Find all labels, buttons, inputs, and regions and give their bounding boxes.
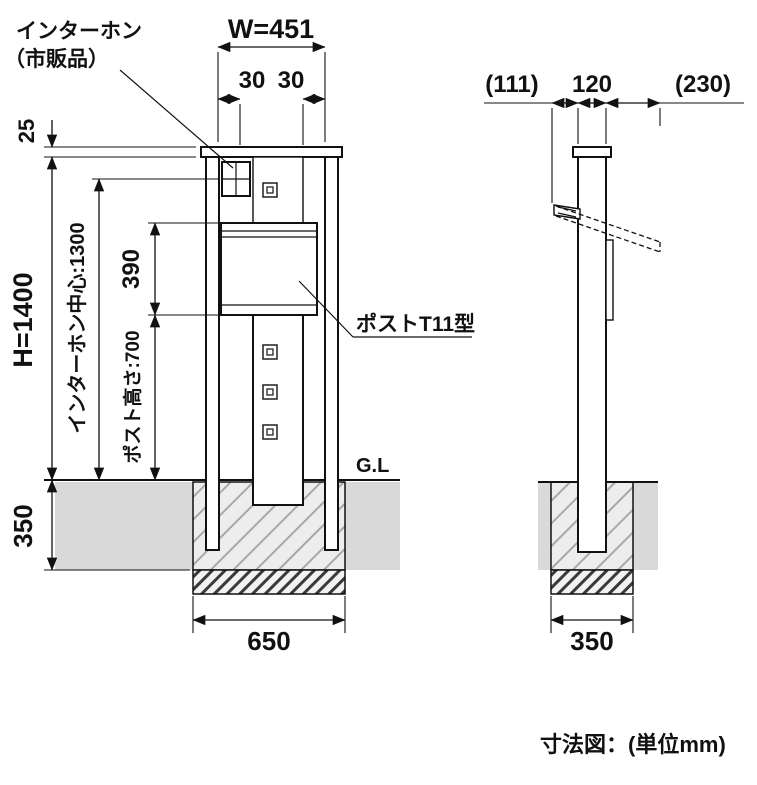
dim-foundation-width-front-text: 650 [247, 626, 290, 656]
post-model-leader-line [298, 280, 354, 338]
dim-cap-height-text: 25 [14, 119, 39, 143]
drawing-title: 寸法図：(単位mm) [540, 732, 726, 757]
dim-intercom-center-text: インターホン中心:1300 [65, 222, 89, 433]
intercom-unit [221, 161, 251, 197]
post-left [205, 156, 220, 551]
mailbox-body [220, 222, 318, 316]
lower-panel [252, 314, 304, 506]
intercom-leader-line [119, 69, 234, 169]
dim-rear-clearance-text: (230) [675, 71, 731, 98]
dim-post-depth-text: 120 [572, 71, 612, 98]
dim-left-inset-text: 30 [239, 67, 266, 94]
dim-intercom-center: インターホン中心:1300 [65, 178, 220, 481]
dim-overall-height: H=1400 [8, 156, 58, 481]
dim-post-mount-text: ポスト高さ:700 [121, 330, 144, 463]
post-side [577, 156, 607, 553]
front-view: G.L [4, 14, 475, 656]
dim-post-body: 390 [118, 222, 218, 316]
dim-overall-width-text: W=451 [228, 14, 314, 44]
post-structure-side [553, 146, 661, 553]
gravel-base-front [192, 569, 346, 595]
intercom-bracket-side [553, 204, 581, 220]
dim-right-inset: 30 [278, 67, 326, 145]
dim-foundation-width-front: 650 [192, 596, 346, 656]
dim-foundation-width-side: 350 [550, 596, 634, 656]
dim-foundation-depth: 350 [8, 479, 190, 571]
ground-level-label: G.L [356, 455, 389, 477]
dim-right-inset-text: 30 [278, 67, 305, 94]
dim-overall-width: W=451 [217, 14, 326, 142]
intercom-label-line2: （市販品） [4, 47, 109, 71]
intercom-callout: インターホン （市販品） [4, 20, 234, 169]
post-model-label: ポストT11型 [356, 312, 475, 336]
post-right [324, 156, 339, 551]
top-cap-side [572, 146, 612, 158]
nameplate-square [262, 182, 278, 198]
dim-left-inset: 30 [217, 67, 266, 145]
swing-arm-dashed [555, 205, 661, 253]
ground-right-fill [345, 482, 400, 570]
dim-post-body-text: 390 [118, 249, 145, 289]
lower-panel-squares [262, 344, 278, 440]
side-view: (111) 120 (230) 350 [484, 71, 744, 656]
post-structure-front [200, 146, 343, 551]
dim-foundation-depth-text: 350 [8, 504, 38, 547]
ground-front [55, 482, 400, 570]
dim-post-mount: ポスト高さ:700 [121, 314, 161, 481]
gravel-base-side [550, 569, 634, 595]
ground-left-fill [55, 482, 193, 570]
top-cap [200, 146, 343, 158]
dim-foundation-width-side-text: 350 [570, 626, 613, 656]
mailbox-side-profile [605, 239, 614, 321]
dim-cap-height: 25 [14, 119, 196, 158]
upper-panel [252, 156, 304, 224]
dim-side-top: (111) 120 (230) [484, 71, 744, 203]
dim-overall-height-text: H=1400 [8, 272, 38, 367]
dim-front-clearance-text: (111) [485, 71, 538, 98]
post-model-callout: ポストT11型 [298, 280, 475, 338]
intercom-label-line1: インターホン [16, 20, 142, 43]
